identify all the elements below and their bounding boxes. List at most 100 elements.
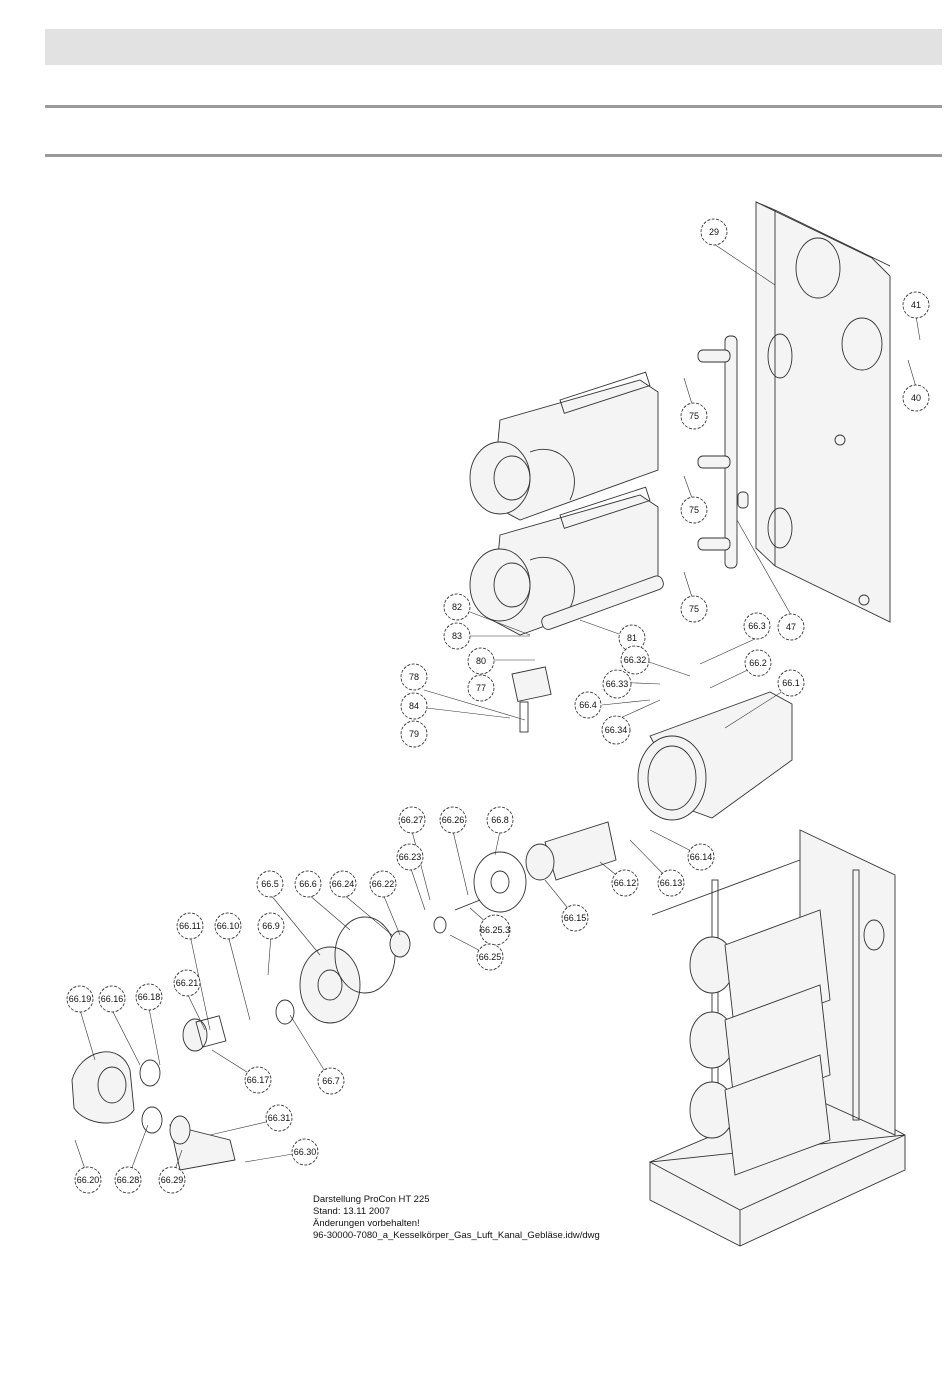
svg-text:66.11: 66.11 [179,921,201,931]
svg-text:29: 29 [709,227,719,237]
svg-text:66.29: 66.29 [161,1175,184,1185]
svg-text:66.30: 66.30 [294,1147,317,1157]
svg-text:66.16: 66.16 [101,994,124,1004]
callout: 66.13 [657,869,685,897]
gas-pipe [541,575,664,630]
callout: 66.29 [158,1166,186,1194]
drawing-caption: Darstellung ProCon HT 225 Stand: 13.11 2… [313,1194,600,1242]
svg-text:81: 81 [627,633,637,643]
callout: 77 [467,674,495,702]
svg-text:47: 47 [786,622,796,632]
fan-blower [71,1051,161,1124]
header-bar [45,29,942,65]
divider-bottom [45,154,942,157]
svg-text:66.18: 66.18 [138,992,161,1002]
callout: 66.28 [114,1166,142,1194]
flame-tube [454,821,617,913]
svg-text:66.31: 66.31 [268,1113,291,1123]
gas-valve [511,666,552,733]
fan-flange [275,916,447,1025]
callouts: 29 41 40 75 75 47 75 82 83 81 80 77 78 8… [66,218,930,1194]
svg-text:66.19: 66.19 [69,994,92,1004]
svg-text:82: 82 [452,602,462,612]
callout: 66.1 [777,669,805,697]
caption-line: 96-30000-7080_a_Kesselkörper_Gas_Luft_Ka… [313,1230,600,1241]
svg-text:66.12: 66.12 [614,878,637,888]
callout: 66.18 [135,983,163,1011]
callout: 79 [400,720,428,748]
callout: 66.23 [396,843,424,871]
manifold-pipe [697,335,749,569]
svg-text:66.4: 66.4 [579,700,597,710]
svg-text:77: 77 [476,683,486,693]
callout: 66.6 [294,870,322,898]
svg-text:66.15: 66.15 [564,913,587,923]
assembled-boiler [648,829,906,1247]
svg-text:66.17: 66.17 [247,1075,270,1085]
callout: 41 [902,291,930,319]
callout: 29 [700,218,728,246]
svg-text:66.10: 66.10 [217,921,240,931]
svg-text:66.24: 66.24 [332,879,355,889]
svg-text:66.7: 66.7 [322,1076,340,1086]
svg-text:66.32: 66.32 [624,655,647,665]
callout: 66.32 [620,645,650,675]
svg-text:66.13: 66.13 [660,878,683,888]
callout: 66.3 [743,612,771,640]
callout: 66.15 [561,904,589,932]
svg-text:66.8: 66.8 [491,815,509,825]
svg-text:66.27: 66.27 [401,815,424,825]
callout: 66.27 [398,806,426,834]
air-duct [141,1106,236,1171]
callout: 66.30 [291,1138,319,1166]
callout: 66.26 [439,806,467,834]
callout: 82 [443,593,471,621]
callout: 66.24 [329,870,357,898]
callout: 84 [400,692,428,720]
callout: 66.8 [486,806,514,834]
boiler-section-66-1 [637,691,793,821]
callout: 66.10 [214,912,242,940]
callout: 80 [467,647,495,675]
callout: 47 [777,613,805,641]
callout: 75 [680,595,708,623]
svg-text:84: 84 [409,701,419,711]
svg-text:66.25.3: 66.25.3 [480,925,510,935]
svg-text:66.25: 66.25 [479,952,502,962]
callout: 66.19 [66,985,94,1013]
rear-plate [755,201,891,623]
callout: 40 [902,384,930,412]
svg-text:66.9: 66.9 [262,921,280,931]
venturi [182,1015,227,1052]
svg-text:75: 75 [689,505,699,515]
svg-text:66.6: 66.6 [299,879,317,889]
callout: 66.7 [317,1067,345,1095]
callout: 66.2 [744,649,772,677]
callout: 66.16 [98,985,126,1013]
svg-text:80: 80 [476,656,486,666]
svg-text:66.1: 66.1 [782,678,800,688]
svg-text:75: 75 [689,604,699,614]
svg-text:75: 75 [689,411,699,421]
caption-line: Änderungen vorbehalten! [313,1218,420,1229]
callout: 66.9 [257,912,285,940]
svg-text:66.2: 66.2 [749,658,767,668]
svg-text:40: 40 [911,393,921,403]
svg-text:66.23: 66.23 [399,852,422,862]
divider-top [45,105,942,108]
svg-text:83: 83 [452,631,462,641]
svg-text:66.21: 66.21 [176,978,199,988]
svg-text:66.22: 66.22 [372,879,395,889]
svg-text:66.26: 66.26 [442,815,465,825]
callout: 66.33 [602,669,632,699]
callout: 75 [680,496,708,524]
svg-text:66.14: 66.14 [690,852,713,862]
svg-text:41: 41 [911,300,921,310]
callout: 66.17 [244,1066,272,1094]
callout: 66.21 [173,969,201,997]
callout: 66.25 [476,943,504,971]
svg-text:66.20: 66.20 [77,1175,100,1185]
callout: 66.11 [176,912,204,940]
svg-text:66.3: 66.3 [748,621,766,631]
